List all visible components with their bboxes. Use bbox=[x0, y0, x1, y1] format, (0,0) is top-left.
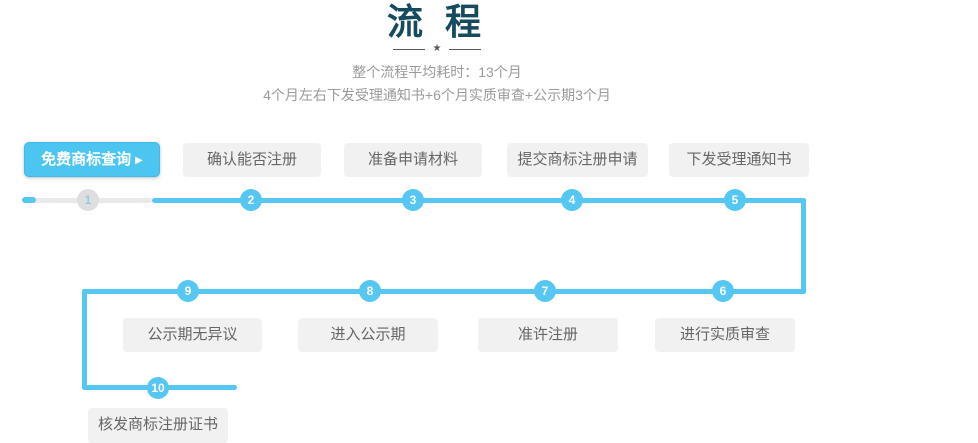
subtitle-breakdown: 4个月左右下发受理通知书+6个月实质审查+公示期3个月 bbox=[263, 87, 611, 103]
step-box-approve-registration: 准许注册 bbox=[478, 318, 618, 352]
step-box-prepare-materials: 准备申请材料 bbox=[344, 143, 482, 177]
step-circle-8: 8 bbox=[359, 280, 381, 302]
subtitle-duration: 整个流程平均耗时：13个月 bbox=[352, 64, 522, 80]
step-circle-3: 3 bbox=[402, 189, 424, 211]
step-box-substantive-review: 进行实质审查 bbox=[655, 318, 795, 352]
step-circle-10: 10 bbox=[147, 377, 169, 399]
step-circle-4: 4 bbox=[561, 189, 583, 211]
free-trademark-search-button[interactable]: 免费商标查询▶ bbox=[24, 142, 160, 177]
step-box-issue-certificate: 核发商标注册证书 bbox=[88, 408, 228, 443]
timeline-progress-dash bbox=[22, 197, 36, 203]
star-icon: ★ bbox=[432, 43, 442, 54]
decoration-line-right bbox=[449, 48, 482, 50]
step-box-acceptance-notice: 下发受理通知书 bbox=[669, 143, 809, 177]
step-circle-7: 7 bbox=[534, 280, 556, 302]
timeline-left-vertical-line bbox=[82, 289, 87, 390]
step-box-submit-application: 提交商标注册申请 bbox=[507, 143, 648, 177]
step-box-confirm-registrable: 确认能否注册 bbox=[183, 143, 321, 177]
step-circle-6: 6 bbox=[712, 280, 734, 302]
play-arrow-icon: ▶ bbox=[135, 155, 143, 166]
decoration-line-left bbox=[392, 48, 425, 50]
timeline-right-vertical-line bbox=[801, 198, 806, 294]
timeline-row2-line bbox=[82, 289, 806, 294]
step-circle-5: 5 bbox=[724, 189, 746, 211]
step-circle-2: 2 bbox=[240, 189, 262, 211]
step-circle-1: 1 bbox=[77, 189, 99, 211]
step-box-no-objection: 公示期无异议 bbox=[123, 318, 262, 352]
timeline-row1-line bbox=[152, 198, 806, 203]
step-circle-9: 9 bbox=[177, 280, 199, 302]
free-trademark-search-label: 免费商标查询 bbox=[41, 151, 132, 168]
title-decoration: ★ bbox=[0, 43, 874, 55]
page-title: 流 程 bbox=[386, 1, 487, 42]
step-box-publicity-period: 进入公示期 bbox=[298, 318, 438, 352]
section-header: 流 程 ★ 整个流程平均耗时：13个月 4个月左右下发受理通知书+6个月实质审查… bbox=[0, 1, 874, 104]
